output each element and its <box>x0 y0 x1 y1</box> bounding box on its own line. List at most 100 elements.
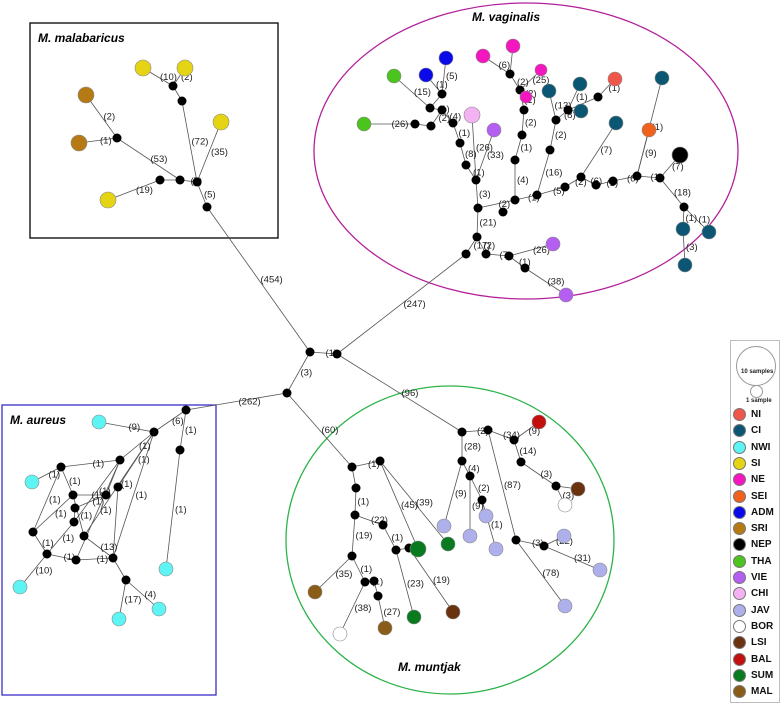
legend-item-tha: THA <box>733 554 772 569</box>
network-edge <box>567 96 599 111</box>
median-vector-node <box>305 347 315 357</box>
network-edge <box>32 494 74 533</box>
edge-mutation-label: (1) <box>93 459 105 470</box>
malabaricus-group-box <box>29 22 279 239</box>
edge-mutation-label: (5) <box>446 71 458 82</box>
median-vector-node <box>68 490 78 500</box>
network-edge <box>165 449 181 570</box>
median-vector-node <box>461 160 471 170</box>
vaginalis-title: M. vaginalis <box>472 10 540 24</box>
haplotype-node-ci <box>608 115 624 131</box>
legend-item-vie: VIE <box>733 570 767 585</box>
network-edge <box>107 179 161 201</box>
median-vector-node <box>155 175 165 185</box>
network-edge <box>32 466 62 533</box>
network-edge <box>286 392 353 468</box>
median-vector-node <box>679 202 689 212</box>
edge-mutation-label: (9) <box>455 489 467 500</box>
edge-mutation-label: (19) <box>136 185 153 196</box>
edge-mutation-label: (2) <box>477 426 489 437</box>
network-edge <box>179 409 187 451</box>
edge-mutation-label: (1) <box>686 213 698 224</box>
legend-code: NE <box>751 474 765 486</box>
edge-mutation-label: (7) <box>672 162 684 173</box>
median-vector-node <box>593 92 603 102</box>
median-vector-node <box>347 462 357 472</box>
median-vector-node <box>505 69 515 79</box>
edge-mutation-label: (1) <box>175 505 187 516</box>
network-edge <box>379 460 419 550</box>
edge-mutation-label: (2) <box>575 177 587 188</box>
legend-code: MAL <box>751 686 773 698</box>
median-vector-node <box>498 207 508 217</box>
edge-labels-layer: (1)(3)(454)(247)(96)(262)(60)(5)(7)(53)(… <box>36 60 711 618</box>
edge-mutation-label: (1) <box>326 348 338 359</box>
network-edge <box>543 545 601 571</box>
edge-mutation-label: (1) <box>121 479 133 490</box>
network-edge <box>580 122 617 178</box>
edge-mutation-label: (1) <box>139 441 151 452</box>
network-edge <box>354 487 357 516</box>
haplotype-node-si <box>99 191 117 209</box>
haplotype-node-ci <box>675 221 691 237</box>
network-edge <box>336 353 463 433</box>
haplotype-node-nwi <box>24 474 40 490</box>
network-edge <box>395 549 415 618</box>
haplotype-node-tha <box>386 68 402 84</box>
network-edge <box>72 494 85 537</box>
haplotype-node-vie <box>486 122 502 138</box>
median-vector-node <box>632 171 642 181</box>
legend-swatch <box>733 603 746 617</box>
edge-mutation-label: (1) <box>521 143 533 154</box>
edge-mutation-label: (1) <box>49 470 61 481</box>
network-edge <box>481 499 497 550</box>
edge-mutation-label: (13) <box>555 101 572 112</box>
legend-item-chi: CHI <box>733 586 768 601</box>
legend-code: ADM <box>751 506 774 518</box>
edge-mutation-label: (1) <box>368 459 380 470</box>
haplotype-node-ne <box>505 38 521 54</box>
nodes-layer <box>12 38 717 642</box>
haplotype-node-ne <box>475 48 491 64</box>
edge-mutation-label: (1) <box>459 128 471 139</box>
edge-mutation-label: (16) <box>546 168 563 179</box>
edge-mutation-label: (2) <box>439 113 451 124</box>
median-vector-node <box>532 190 542 200</box>
median-vector-node <box>465 471 475 481</box>
haplotype-node-bor <box>557 497 573 513</box>
haplotype-node-sum <box>440 536 456 552</box>
haplotype-node-sri <box>70 134 88 152</box>
median-vector-node <box>509 435 519 445</box>
network-edge <box>351 514 356 557</box>
aureus-group-box <box>1 404 217 696</box>
edges-layer <box>19 45 710 635</box>
edge-mutation-label: (26) <box>476 143 493 154</box>
median-vector-node <box>563 105 573 115</box>
median-vector-node <box>79 531 89 541</box>
legend-code: NWI <box>751 441 771 453</box>
legend-code: LSI <box>751 637 767 649</box>
edge-mutation-label: (3) <box>541 469 553 480</box>
network-edge <box>471 114 477 181</box>
edge-mutation-label: (15) <box>414 87 431 98</box>
edge-mutation-label: (1) <box>55 509 67 520</box>
edge-mutation-label: (9) <box>645 148 657 159</box>
haplotype-node-sei <box>641 122 657 138</box>
network-edge <box>119 431 155 461</box>
haplotype-node-lsi <box>570 481 586 497</box>
edge-mutation-label: (1) <box>42 538 54 549</box>
edge-mutation-label: (1) <box>576 92 588 103</box>
median-vector-node <box>448 118 458 128</box>
edge-mutation-label: (10) <box>160 72 177 83</box>
median-vector-node <box>375 456 385 466</box>
legend-swatch <box>733 685 746 699</box>
edge-mutation-label: (454) <box>261 275 283 286</box>
haplotype-node-jav <box>436 518 452 534</box>
legend-swatch <box>733 636 746 650</box>
edge-mutation-label: (4) <box>145 590 157 601</box>
legend-swatch <box>733 505 746 519</box>
haplotype-node-ni <box>607 71 623 87</box>
edge-mutation-label: (1) <box>185 425 197 436</box>
haplotype-node-nwi <box>12 579 28 595</box>
edge-mutation-label: (9) <box>472 501 484 512</box>
